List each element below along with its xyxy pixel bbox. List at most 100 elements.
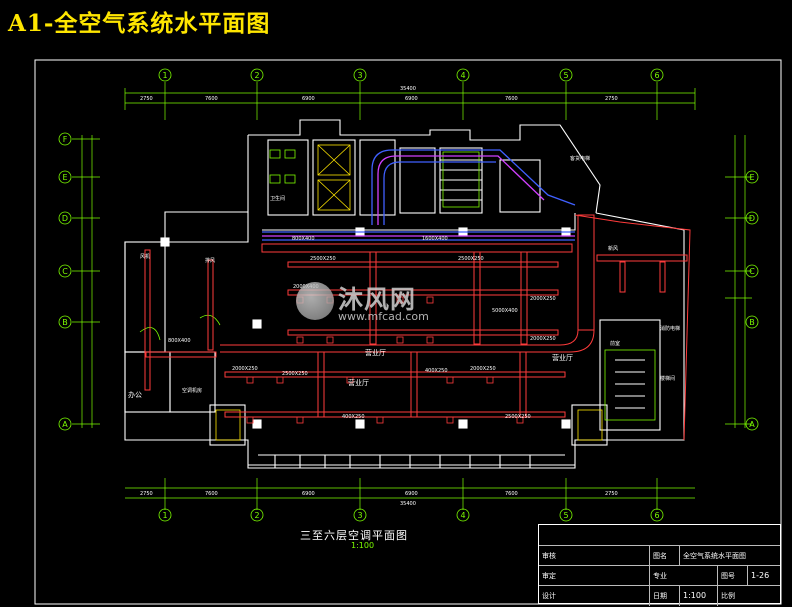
- diffuser-4: [426, 296, 434, 304]
- tb-drawing-no: 1-26: [747, 566, 782, 586]
- room-label-stair: 楼梯间: [660, 375, 675, 382]
- duct-label-4: 1600X400: [422, 236, 448, 242]
- diffuser-3: [396, 296, 404, 304]
- duct-label-9: 5000X400: [492, 308, 518, 314]
- axis-col-bottom-5-label: 5: [563, 511, 568, 520]
- room-label-lift: 客货电梯: [570, 155, 590, 162]
- duct-label-13: 400X250: [342, 414, 365, 420]
- room-label-hall-3: 营业厅: [552, 353, 573, 362]
- axis-col-top-3-bubble: [353, 68, 367, 82]
- axis-col-bottom-4-bubble: [456, 508, 470, 522]
- axis-col-bottom-3-bubble: [353, 508, 367, 522]
- watermark-text: 沐风网: [338, 285, 417, 314]
- tb-drawing-no-label: 图号: [717, 566, 747, 586]
- diffuser-17: [446, 416, 454, 424]
- tb-review-label: 审核: [542, 552, 556, 560]
- axis-row-left-C-label: C: [62, 267, 68, 276]
- dim-top-5: 7600: [505, 96, 518, 102]
- dim-bottom-4: 6900: [405, 491, 418, 497]
- water-pipes: [262, 149, 576, 241]
- diffuser-11: [346, 376, 354, 384]
- axis-col-bottom-3-label: 3: [357, 511, 362, 520]
- duct-label-8: 2000X250: [232, 366, 258, 372]
- dim-top-1: 2750: [140, 96, 153, 102]
- dim-bottom-2: 7600: [205, 491, 218, 497]
- axis-row-right-C-label: C: [749, 267, 755, 276]
- axis-row-right-A-label: A: [749, 420, 755, 429]
- room-label-exhaust: 排风: [205, 257, 215, 264]
- watermark-logo-icon: [296, 282, 334, 320]
- tb-scale-label: 比例: [717, 586, 747, 606]
- axis-row-left-B-label: B: [62, 318, 68, 327]
- diffuser-13: [486, 376, 494, 384]
- dim-top-6: 2750: [605, 96, 618, 102]
- plan-caption: 三至六层空调平面图: [300, 529, 408, 542]
- watermark-url: www.mfcad.com: [338, 310, 429, 323]
- tb-approve-label: 审定: [542, 572, 556, 580]
- dim-bottom-6: 2750: [605, 491, 618, 497]
- axis-row-left-C-bubble: [58, 264, 72, 278]
- diffuser-7: [396, 336, 404, 344]
- axis-col-bottom-2-bubble: [250, 508, 264, 522]
- dim-bottom-1: 2750: [140, 491, 153, 497]
- dim-top-3: 6900: [302, 96, 315, 102]
- axis-row-right-B-bubble: [745, 315, 759, 329]
- axis-col-top-2-bubble: [250, 68, 264, 82]
- axis-col-bottom-5-bubble: [559, 508, 573, 522]
- room-label-fresh-air: 新风: [608, 245, 618, 252]
- axis-row-left-B-bubble: [58, 315, 72, 329]
- elevator-cabs: [215, 144, 603, 441]
- axis-col-bottom-1-bubble: [158, 508, 172, 522]
- diffuser-8: [426, 336, 434, 344]
- axis-col-bottom-6-label: 6: [654, 511, 659, 520]
- axis-col-top-4-label: 4: [460, 71, 465, 80]
- axis-row-left-A-label: A: [62, 420, 68, 429]
- duct-label-3: 2500X250: [458, 256, 484, 262]
- dim-bottom-total: 35400: [400, 501, 416, 507]
- bottom-dimension-lines: [125, 478, 695, 510]
- room-label-hall-1: 营业厅: [365, 348, 386, 357]
- tb-discipline-label: 专业: [649, 566, 679, 586]
- axis-col-top-6-label: 6: [654, 71, 659, 80]
- dim-top-total: 35400: [400, 86, 416, 92]
- room-label-hall-2: 营业厅: [348, 378, 369, 387]
- axis-col-top-2-label: 2: [254, 71, 259, 80]
- duct-label-11: 400X250: [425, 368, 448, 374]
- room-label-wc: 卫生间: [270, 195, 285, 202]
- axis-row-left-A-bubble: [58, 417, 72, 431]
- sheet-frame: [34, 59, 782, 605]
- diffuser-14: [246, 416, 254, 424]
- diffusers: [246, 296, 524, 424]
- axis-col-bottom-1-label: 1: [162, 511, 167, 520]
- dim-top-2: 7600: [205, 96, 218, 102]
- diffuser-16: [376, 416, 384, 424]
- axis-row-right-E-bubble: [745, 170, 759, 184]
- room-label-office: 办公: [128, 390, 142, 399]
- axis-col-top-3-label: 3: [357, 71, 362, 80]
- room-label-lobby: 前室: [610, 340, 620, 347]
- duct-label-1: 800X400: [292, 236, 315, 242]
- tb-scale-value: 1:100: [679, 586, 717, 606]
- duct-label-12: 2000X250: [470, 366, 496, 372]
- axis-row-left-F-bubble: [58, 132, 72, 146]
- tb-drawing-name-label: 图名: [649, 546, 679, 566]
- axis-col-bottom-2-label: 2: [254, 511, 259, 520]
- title-block-row-2: 审定 专业 图号 1-26: [539, 565, 780, 586]
- diffuser-9: [246, 376, 254, 384]
- axis-row-left-F-label: F: [63, 135, 68, 144]
- axis-row-right-C-bubble: [745, 264, 759, 278]
- green-fixtures: [139, 149, 656, 421]
- axis-row-left-E-label: E: [62, 173, 67, 182]
- axis-row-right-D-label: D: [749, 214, 755, 223]
- page-title: A1-全空气系统水平面图: [8, 10, 271, 37]
- diffuser-10: [276, 376, 284, 384]
- plan-scale: 1:100: [351, 541, 375, 550]
- axis-col-top-1-label: 1: [162, 71, 167, 80]
- axis-col-bottom-6-bubble: [650, 508, 664, 522]
- tb-drawing-name: 全空气系统水平面图: [679, 546, 782, 566]
- duct-label-2: 2500X250: [310, 256, 336, 262]
- axis-row-right-D-bubble: [745, 211, 759, 225]
- dim-top-4: 6900: [405, 96, 418, 102]
- axis-col-top-5-bubble: [559, 68, 573, 82]
